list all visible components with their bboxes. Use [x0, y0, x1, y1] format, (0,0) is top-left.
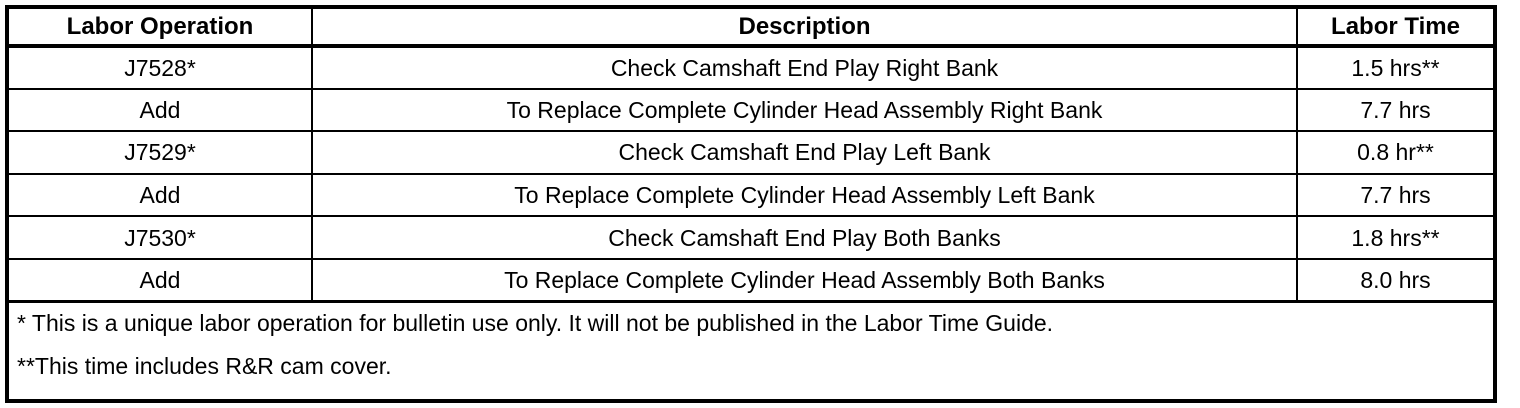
cell-description: Check Camshaft End Play Both Banks — [312, 216, 1298, 260]
table-row: Add To Replace Complete Cylinder Head As… — [9, 173, 1493, 218]
cell-description: To Replace Complete Cylinder Head Assemb… — [312, 173, 1298, 218]
table-row: Add To Replace Complete Cylinder Head As… — [9, 88, 1493, 133]
footnote-double-asterisk: **This time includes R&R cam cover. — [17, 352, 392, 379]
table-row: J7528* Check Camshaft End Play Right Ban… — [9, 46, 1493, 90]
column-header-labor-time: Labor Time — [1297, 9, 1493, 48]
table-row: Add To Replace Complete Cylinder Head As… — [9, 258, 1493, 304]
cell-labor-time: 7.7 hrs — [1297, 173, 1493, 218]
cell-labor-operation: Add — [9, 173, 313, 218]
cell-labor-time: 7.7 hrs — [1297, 88, 1493, 133]
footnote-spacer — [17, 336, 1493, 354]
table-row: J7529* Check Camshaft End Play Left Bank… — [9, 131, 1493, 175]
labor-operation-table: Labor Operation Description Labor Time J… — [5, 5, 1497, 403]
table-header-row: Labor Operation Description Labor Time — [9, 9, 1493, 48]
cell-labor-operation: Add — [9, 258, 313, 304]
table-body: J7528* Check Camshaft End Play Right Ban… — [9, 46, 1493, 399]
cell-labor-operation: J7529* — [9, 131, 313, 175]
cell-description: Check Camshaft End Play Left Bank — [312, 131, 1298, 175]
table-header: Labor Operation Description Labor Time — [9, 9, 1493, 48]
column-header-labor-operation: Labor Operation — [9, 9, 313, 48]
footnote-single-asterisk: * This is a unique labor operation for b… — [17, 310, 1054, 337]
column-header-description: Description — [312, 9, 1298, 48]
cell-labor-time: 1.5 hrs** — [1297, 46, 1493, 90]
labor-table-grid: Labor Operation Description Labor Time J… — [9, 9, 1493, 399]
table-footnote-row: * This is a unique labor operation for b… — [9, 301, 1493, 399]
cell-labor-time: 0.8 hr** — [1297, 131, 1493, 175]
cell-description: To Replace Complete Cylinder Head Assemb… — [312, 258, 1298, 304]
cell-labor-time: 8.0 hrs — [1297, 258, 1493, 304]
table-row: J7530* Check Camshaft End Play Both Bank… — [9, 216, 1493, 260]
cell-description: Check Camshaft End Play Right Bank — [312, 46, 1298, 90]
cell-labor-time: 1.8 hrs** — [1297, 216, 1493, 260]
cell-description: To Replace Complete Cylinder Head Assemb… — [312, 88, 1298, 133]
footnote-cell: * This is a unique labor operation for b… — [9, 301, 1493, 399]
cell-labor-operation: Add — [9, 88, 313, 133]
cell-labor-operation: J7528* — [9, 46, 313, 90]
cell-labor-operation: J7530* — [9, 216, 313, 260]
